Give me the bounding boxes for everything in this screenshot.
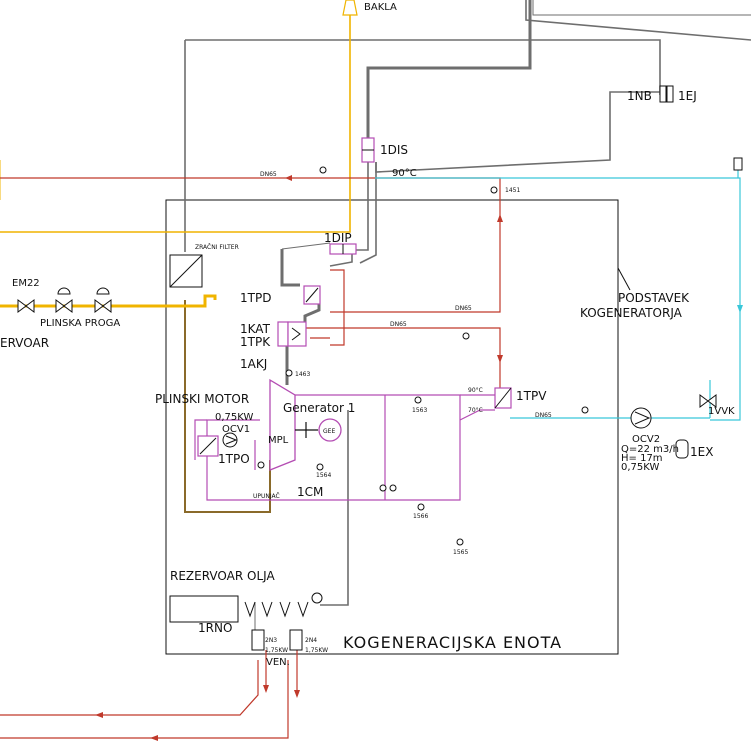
- label-power-2n4: 1,75KW: [305, 647, 328, 654]
- labels: BAKLA 1NB 1EJ 1DIS 90°C DN65 1451 ZRAČNI…: [0, 2, 735, 668]
- label-1nb: 1NB: [627, 89, 652, 103]
- label-1565: 1565: [453, 549, 468, 556]
- label-mpl: MPL: [268, 435, 289, 446]
- label-bakla: BAKLA: [364, 2, 397, 13]
- cyan-arrows: [737, 305, 743, 313]
- label-2n4: 2N4: [305, 637, 317, 644]
- label-dn65-right: DN65: [535, 412, 552, 419]
- label-1dip: 1DIP: [324, 231, 352, 245]
- magenta-lines: [194, 394, 495, 501]
- label-kogeneracijska-enota: KOGENERACIJSKA ENOTA: [343, 633, 562, 652]
- label-upuniac: UPUNJAČ: [253, 493, 280, 500]
- label-90c-top: 90°C: [392, 168, 417, 179]
- label-70c-tpv: 70°C: [468, 407, 483, 414]
- label-podstavek: PODSTAVEK: [618, 291, 690, 305]
- label-pump-q: Q=22 m3/h: [621, 444, 679, 455]
- kogeneracijska-enota-frame: [165, 199, 619, 655]
- label-1tpk: 1TPK: [240, 335, 271, 349]
- label-rezervoar-olja: REZERVOAR OLJA: [170, 569, 275, 583]
- label-1451: 1451: [505, 187, 520, 194]
- label-plinski-motor: PLINSKI MOTOR: [155, 392, 249, 406]
- label-generator: Generator 1: [283, 401, 355, 415]
- label-1vvk: 1VVK: [708, 406, 735, 417]
- label-rezervoar-cut: ERVOAR: [0, 336, 49, 350]
- label-1ex: 1EX: [690, 445, 713, 459]
- label-plinska-proga: PLINSKA PROGA: [40, 318, 120, 329]
- label-1rno: 1RNO: [198, 621, 232, 635]
- label-pump-h: H= 17m: [621, 453, 663, 464]
- label-dn65-kat: DN65: [390, 321, 407, 328]
- yellow-gas-lines: [0, 15, 351, 308]
- label-90c-tpv: 90°C: [468, 387, 483, 394]
- label-1akj: 1AKJ: [240, 357, 267, 371]
- label-em22: EM22: [12, 278, 40, 289]
- label-2n3: 2N3: [265, 637, 277, 644]
- label-dn65-mid: DN65: [455, 305, 472, 312]
- label-1cm: 1CM: [297, 485, 323, 499]
- label-1463: 1463: [295, 371, 310, 378]
- label-1kat: 1KAT: [240, 322, 271, 336]
- label-1dis: 1DIS: [380, 143, 408, 157]
- label-kogeneratorja: KOGENERATORJA: [580, 306, 683, 320]
- label-1563: 1563: [412, 407, 427, 414]
- label-power-2n3: 1,75KW: [265, 647, 288, 654]
- red-return-lines: [0, 650, 298, 739]
- red-arrows: [95, 175, 503, 741]
- label-pump-p: 0,75KW: [621, 462, 659, 473]
- label-power-motor: 0,75KW: [215, 412, 253, 423]
- label-1564: 1564: [316, 472, 331, 479]
- label-zracni-filter: ZRAČNI FILTER: [195, 244, 239, 251]
- equipment: [17, 0, 743, 651]
- label-ocv2: OCV2: [632, 434, 660, 445]
- label-1ej: 1EJ: [678, 89, 697, 103]
- label-1tpd: 1TPD: [240, 291, 271, 305]
- label-ocv1: OCV1: [222, 424, 250, 435]
- label-1tpv: 1TPV: [516, 389, 547, 403]
- label-dn65-top: DN65: [260, 171, 277, 178]
- brown-line: [184, 300, 271, 513]
- label-gee: GEE: [323, 428, 335, 435]
- label-1566: 1566: [413, 513, 428, 520]
- label-ven: VEN.: [266, 657, 290, 668]
- label-1tpo: 1TPO: [218, 452, 250, 466]
